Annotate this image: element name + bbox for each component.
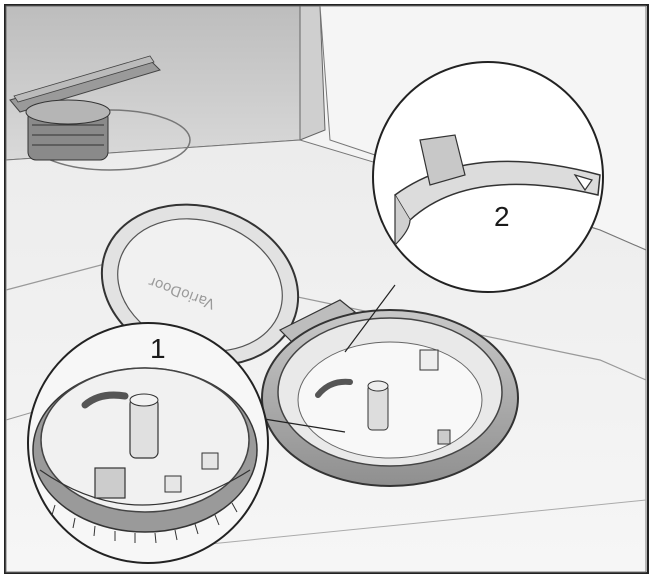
door-lower-edge [199,499,647,546]
callout-label-1: 1 [150,333,166,364]
callout-label-2: 2 [494,201,510,232]
spray-arm-hub [9,55,191,171]
callout-magnifier-1: 1 [27,322,269,564]
callout-magnifier-2: 2 [372,61,604,293]
lid-hinge [278,299,357,346]
door-edge-line [5,259,647,381]
tub-side-wall [299,5,326,141]
leader-line-1 [257,417,346,433]
leader-line-2 [344,284,396,353]
dosing-chamber [261,309,519,487]
